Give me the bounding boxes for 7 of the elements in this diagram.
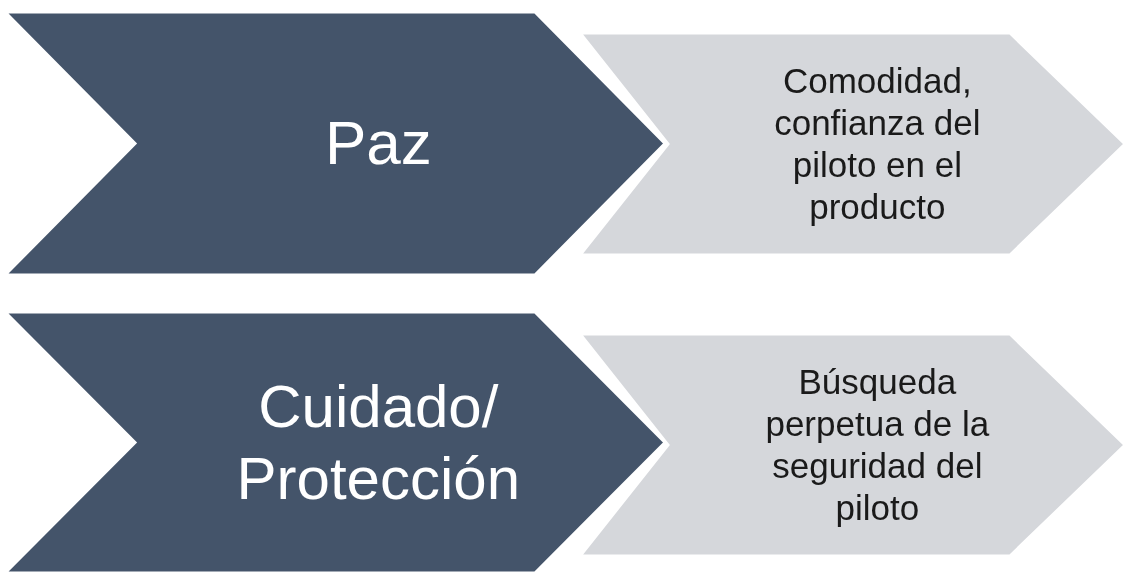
chevron-shape [5,312,665,573]
chevron-shape [580,33,1125,255]
chevron-label: Cuidado/ Protección [235,371,522,514]
chevron-label: Paz [323,107,433,180]
chevron-label: Comodidad, confianza del piloto en el producto [773,60,982,228]
chevron-label: Búsqueda perpetua de la seguridad del piloto [764,361,991,529]
chevron-shape [580,334,1125,556]
